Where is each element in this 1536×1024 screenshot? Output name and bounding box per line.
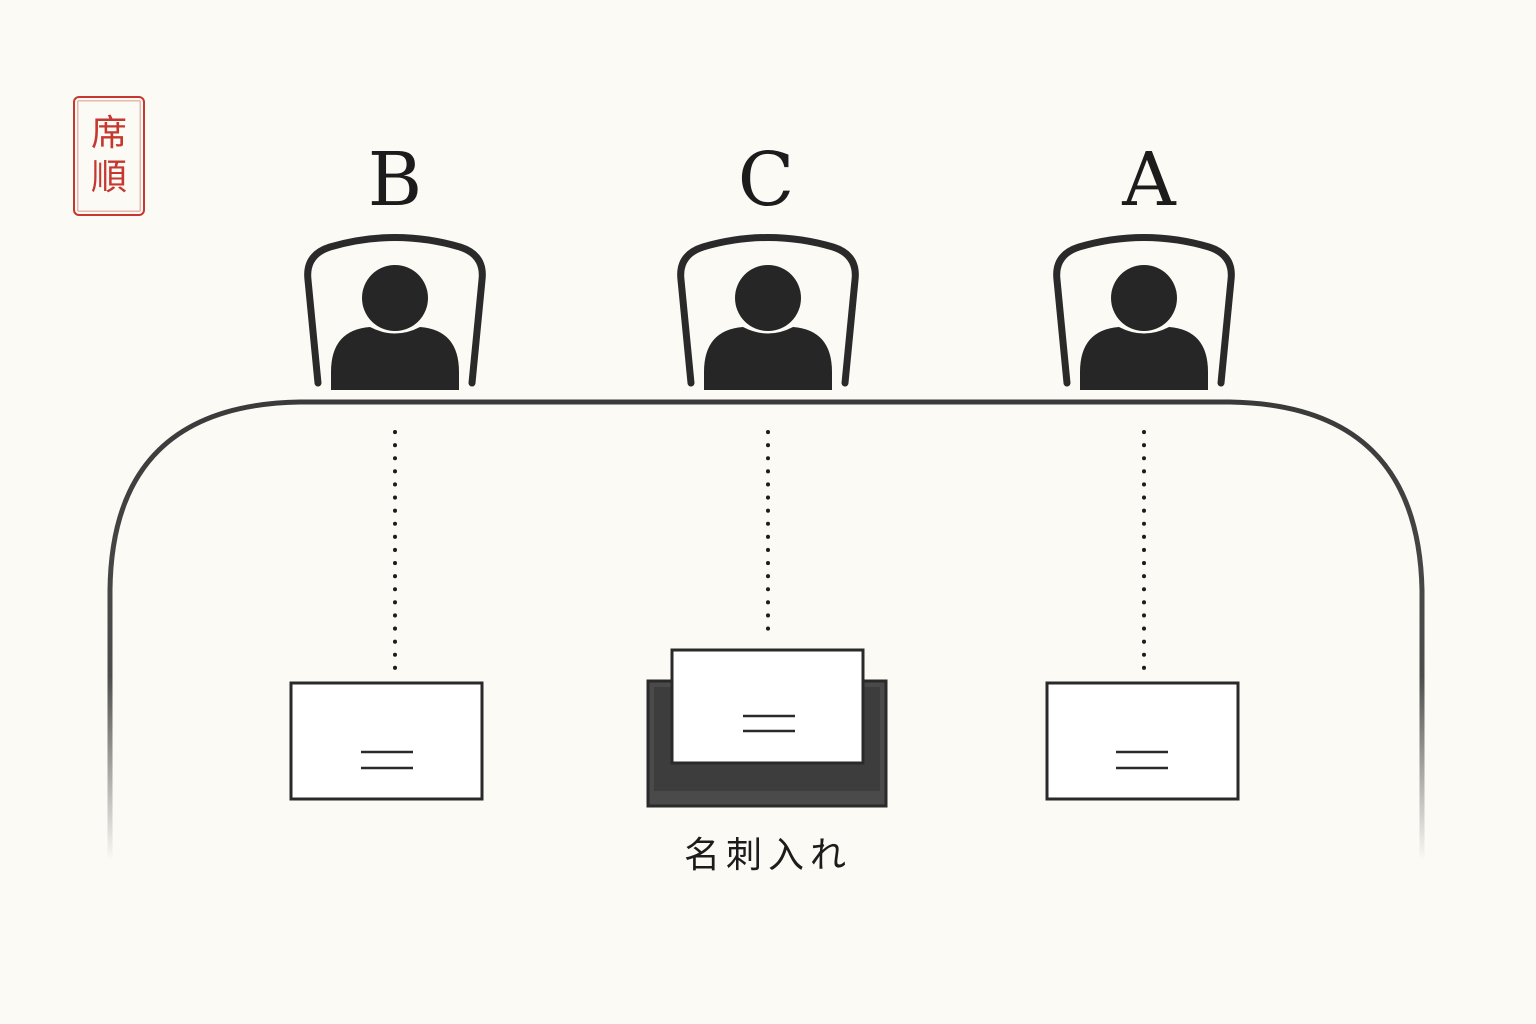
person-body-icon [1080, 327, 1208, 390]
chair-back-icon [677, 234, 859, 387]
seal-stamp: 席 順 [73, 96, 145, 216]
business-card [670, 648, 865, 765]
table [107, 399, 1425, 863]
chair-back-icon [304, 234, 486, 387]
person-body-icon [331, 327, 459, 390]
person-head-icon [1111, 265, 1177, 331]
seat-label-b: B [367, 137, 423, 223]
chair-back-icon [1053, 234, 1235, 387]
seat-a [1045, 234, 1240, 801]
seal-char: 席 [90, 113, 127, 154]
person-body-icon [704, 327, 832, 390]
business-card [289, 681, 484, 801]
seat-label-a: A [1122, 137, 1176, 223]
person-head-icon [735, 265, 801, 331]
seat-label-c: C [737, 137, 795, 223]
seat-c [646, 234, 888, 808]
seal-char: 順 [90, 157, 127, 198]
table-top-edge [107, 399, 1425, 863]
card-case-label: 名刺入れ [683, 835, 852, 876]
seat-b [289, 234, 486, 801]
person-head-icon [362, 265, 428, 331]
business-card [1045, 681, 1240, 801]
